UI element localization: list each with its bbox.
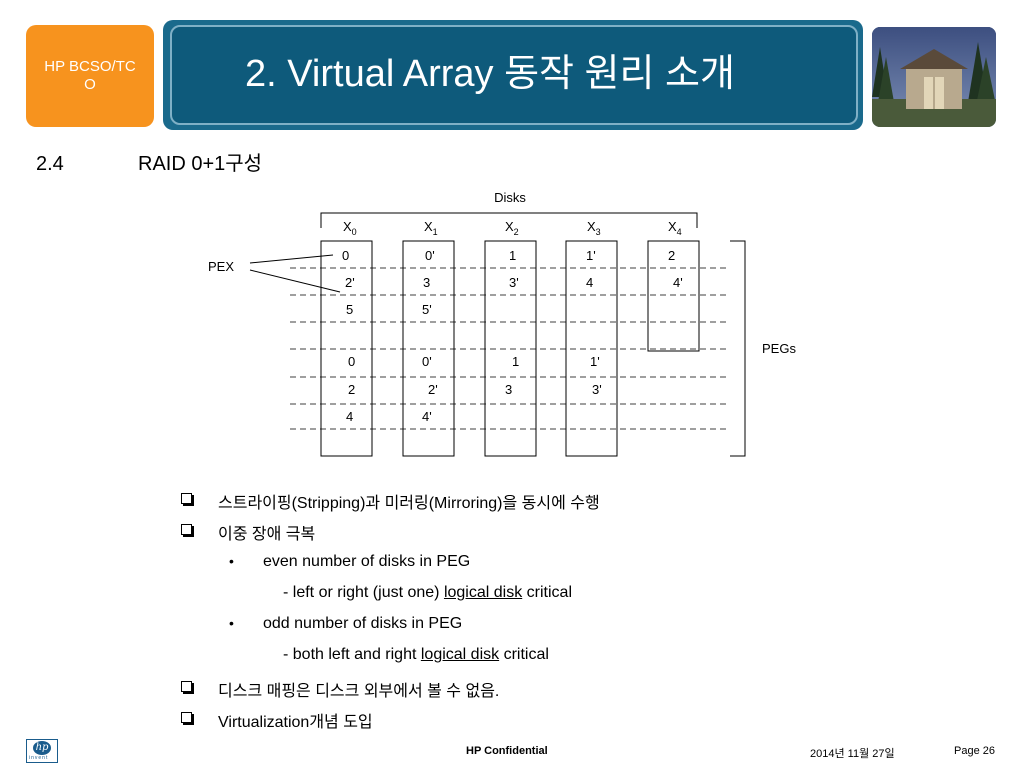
org-label: HP BCSO/TCO [44, 58, 136, 93]
disk-header: X1 [424, 219, 438, 237]
cell: 1 [512, 354, 519, 369]
checkbox-bullet-icon [181, 524, 192, 535]
cell: 5' [422, 302, 432, 317]
pex-label: PEX [208, 259, 234, 274]
disk-column [647, 240, 700, 352]
cell: 3' [592, 382, 602, 397]
checkbox-bullet-icon [181, 712, 192, 723]
section-heading: RAID 0+1구성 [138, 153, 263, 175]
shed-photo [872, 27, 996, 127]
cell: 1' [586, 248, 596, 263]
logical-disk-link[interactable]: logical disk [443, 584, 523, 601]
bullet-item: Virtualization개념 도입 [218, 714, 373, 731]
disk-header: X4 [668, 219, 682, 237]
sub-bullet-item: even number of disks in PEG [263, 553, 471, 570]
dot-bullet-icon: • [229, 615, 234, 631]
cell: 3' [509, 275, 519, 290]
disk-headers: X0 X1 X2 X3 X4 [343, 219, 682, 237]
org-badge: HP BCSO/TCO [26, 25, 154, 127]
bullet-item: 스트라이핑(Stripping)과 미러링(Mirroring)을 동시에 수행 [218, 495, 600, 512]
pex-pointer [249, 269, 341, 293]
page-number: Page 26 [954, 745, 995, 757]
pegs-label: PEGs [762, 341, 796, 356]
section-number: 2.4 [36, 153, 64, 175]
cell: 0 [348, 354, 355, 369]
pegs-bracket [730, 240, 746, 457]
cell: 2 [668, 248, 675, 263]
disks-label: Disks [494, 190, 526, 205]
dot-bullet-icon: • [229, 553, 234, 569]
cell: 2 [348, 382, 355, 397]
logical-disk-link[interactable]: logical disk [420, 646, 500, 663]
detail-text: - left or right (just one) [283, 584, 444, 601]
confidential-label: HP Confidential [466, 745, 548, 757]
slide-title: 2. Virtual Array 동작 원리 소개 [245, 53, 735, 95]
disk-column [402, 240, 455, 457]
cell: 2' [345, 275, 355, 290]
disks-bracket [320, 212, 698, 228]
sub-bullet-item: odd number of disks in PEG [263, 615, 463, 632]
hp-logo-icon: hp invent [26, 739, 58, 763]
cell: 0' [425, 248, 435, 263]
cell: 5 [346, 302, 353, 317]
disk-header: X2 [505, 219, 519, 237]
cell: 2' [428, 382, 438, 397]
disk-header: X3 [587, 219, 601, 237]
cell: 3 [505, 382, 512, 397]
hp-logo-tagline: invent [29, 755, 49, 761]
cell: 4 [586, 275, 593, 290]
pex-pointer [249, 254, 334, 264]
cell: 1 [509, 248, 516, 263]
detail-text: - both left and right [283, 646, 421, 663]
cell: 4 [346, 409, 353, 424]
sub-bullet-detail: - both left and right logical disk criti… [283, 646, 549, 664]
peg1-cells: 0 0' 1 1' 2 2' 3 3' 4 4' 5 5' [342, 248, 683, 317]
cell: 1' [590, 354, 600, 369]
detail-text: critical [522, 584, 572, 601]
cell: 0' [422, 354, 432, 369]
sub-bullet-detail: - left or right (just one) logical disk … [283, 584, 572, 602]
disk-column [565, 240, 618, 457]
cell: 0 [342, 248, 349, 263]
cell: 4' [422, 409, 432, 424]
detail-text: critical [499, 646, 549, 663]
title-bar [170, 25, 858, 125]
cell: 4' [673, 275, 683, 290]
disk-header: X0 [343, 219, 357, 237]
bullet-item: 디스크 매핑은 디스크 외부에서 볼 수 없음. [218, 683, 500, 700]
bullet-item: 이중 장애 극복 [218, 526, 316, 543]
footer-date: 2014년 11월 27일 [810, 748, 895, 760]
peg2-cells: 0 0' 1 1' 2 2' 3 3' 4 4' [346, 354, 602, 424]
cell: 3 [423, 275, 430, 290]
checkbox-bullet-icon [181, 493, 192, 504]
disk-column [320, 240, 373, 457]
checkbox-bullet-icon [181, 681, 192, 692]
row-dividers [290, 267, 730, 430]
hp-logo-mark: hp [33, 741, 51, 755]
disk-column [484, 240, 537, 457]
